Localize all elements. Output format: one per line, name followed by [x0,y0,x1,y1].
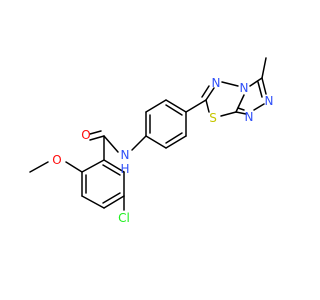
bond-phenyl-thiadiazole [185,99,207,113]
atom-nitrogen-bridge: N [240,81,249,95]
bond-nitrogen-phenyl [131,135,147,151]
bond-ring1-3-double [102,192,121,204]
bond-ring1-6 [81,159,105,173]
atom-label-group: O O N H Cl N N N N S [52,76,273,225]
bond-bridge-triazole-c [249,77,263,87]
molecule-structure: O O N H Cl N N N N S [0,0,300,300]
bond-bridge-fused [235,94,245,113]
bond-carbonyl-oxygen-double [89,130,102,135]
bond-group [29,57,267,211]
bond-ring2-2 [145,99,167,113]
bond-ring2-5 [165,135,187,149]
bond-ring2-3-double [165,104,183,116]
atom-oxygen-methoxy: O [52,153,61,167]
bond-triazole-n-fused-double [237,107,245,111]
bond-ring1-5 [103,159,125,173]
atom-nitrogen-triazole-2: N [245,110,254,124]
bond-triazole-n-n [253,103,265,111]
atom-nitrogen-amide: N [121,148,130,162]
bond-thiadiazole-c-n [205,87,215,101]
bond-methoxy-ring [65,161,83,173]
bond-ring2-3 [165,99,187,113]
atom-oxygen-carbonyl: O [81,128,90,142]
bond-ring1-2 [81,195,105,209]
atom-sulfur: S [209,111,217,125]
atom-nitrogen-thiadiazole: N [212,76,221,90]
bond-ring1-3 [103,195,125,209]
bond-carbonyl-oxygen [89,135,105,141]
atom-hydrogen-amide: H [120,162,129,176]
bond-triazole-c-n-double [257,81,263,98]
bond-triazole-n-fused [235,111,247,115]
bond-thiadiazole-c-n-double [201,85,210,98]
bond-ring2-5-double [165,132,183,144]
bond-ring2-6 [145,135,167,149]
bond-fused-sulfur [220,111,237,117]
bond-ring1-5-double [102,164,121,176]
bond-carbonyl-nitrogen [103,135,119,153]
bond-triazole-c-n [261,77,267,95]
bond-methyl-methoxy [29,161,49,173]
bond-thiadiazole-n-n [221,81,239,87]
molecule-diagram: O O N H Cl N N N N S [0,0,300,300]
bond-sulfur-thiadiazole-c [205,99,210,113]
canvas-background [0,0,300,300]
atom-chlorine: Cl [118,211,130,225]
atom-nitrogen-triazole-1: N [265,94,274,108]
bond-triazole-methyl [261,57,267,79]
